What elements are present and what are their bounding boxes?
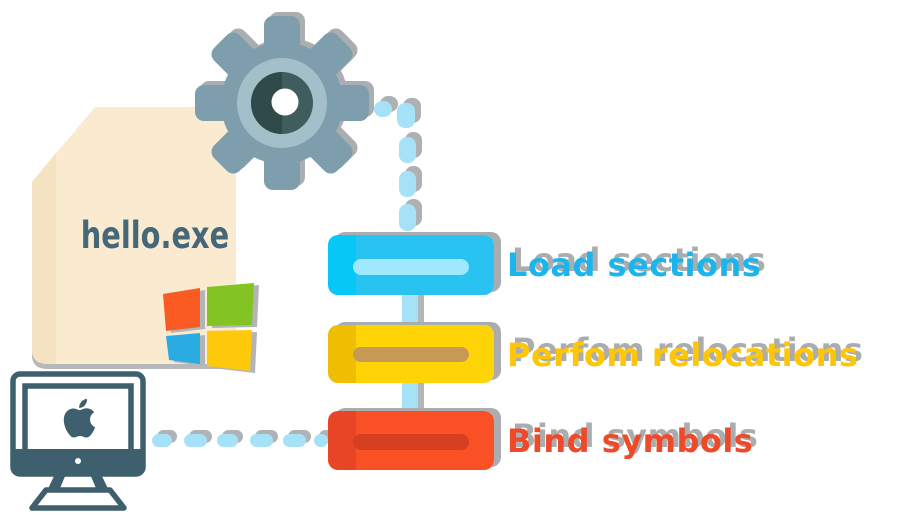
apple-logo-icon — [63, 398, 96, 438]
dash — [184, 434, 207, 447]
step-label-bind-symbols: Bind symbols — [507, 422, 754, 460]
monitor-camera-dot — [75, 458, 81, 464]
dash — [399, 204, 416, 231]
windows-pane-red — [163, 288, 200, 331]
windows-pane-green — [207, 283, 254, 326]
dash — [250, 434, 273, 447]
monitor-base — [29, 487, 127, 511]
dash — [399, 171, 416, 197]
bar-connector-1 — [402, 292, 418, 328]
dash — [374, 101, 392, 117]
dash — [399, 137, 416, 163]
step-label-load-sections: Load sections — [507, 246, 762, 284]
windows-pane-yellow — [207, 330, 252, 371]
step-bar-perform-relocations — [328, 325, 494, 383]
dash — [283, 434, 306, 447]
windows-pane-blue — [166, 333, 200, 364]
windows-logo-icon — [163, 283, 254, 371]
step-bar-bind-symbols — [328, 411, 494, 470]
step-label-perform-relocations: Perfom relocations — [507, 336, 859, 374]
gear-icon — [195, 16, 369, 190]
dash — [152, 434, 172, 447]
bar-connector-2 — [402, 380, 418, 414]
imac-monitor-icon — [10, 371, 146, 511]
dash — [217, 434, 238, 447]
bar-slot — [353, 259, 469, 275]
bar-slot — [353, 434, 469, 450]
dash — [314, 434, 328, 447]
dash — [397, 103, 415, 128]
file-name-label: hello.exe — [80, 214, 230, 257]
step-bar-load-sections — [328, 235, 494, 295]
bar-slot — [353, 347, 469, 362]
